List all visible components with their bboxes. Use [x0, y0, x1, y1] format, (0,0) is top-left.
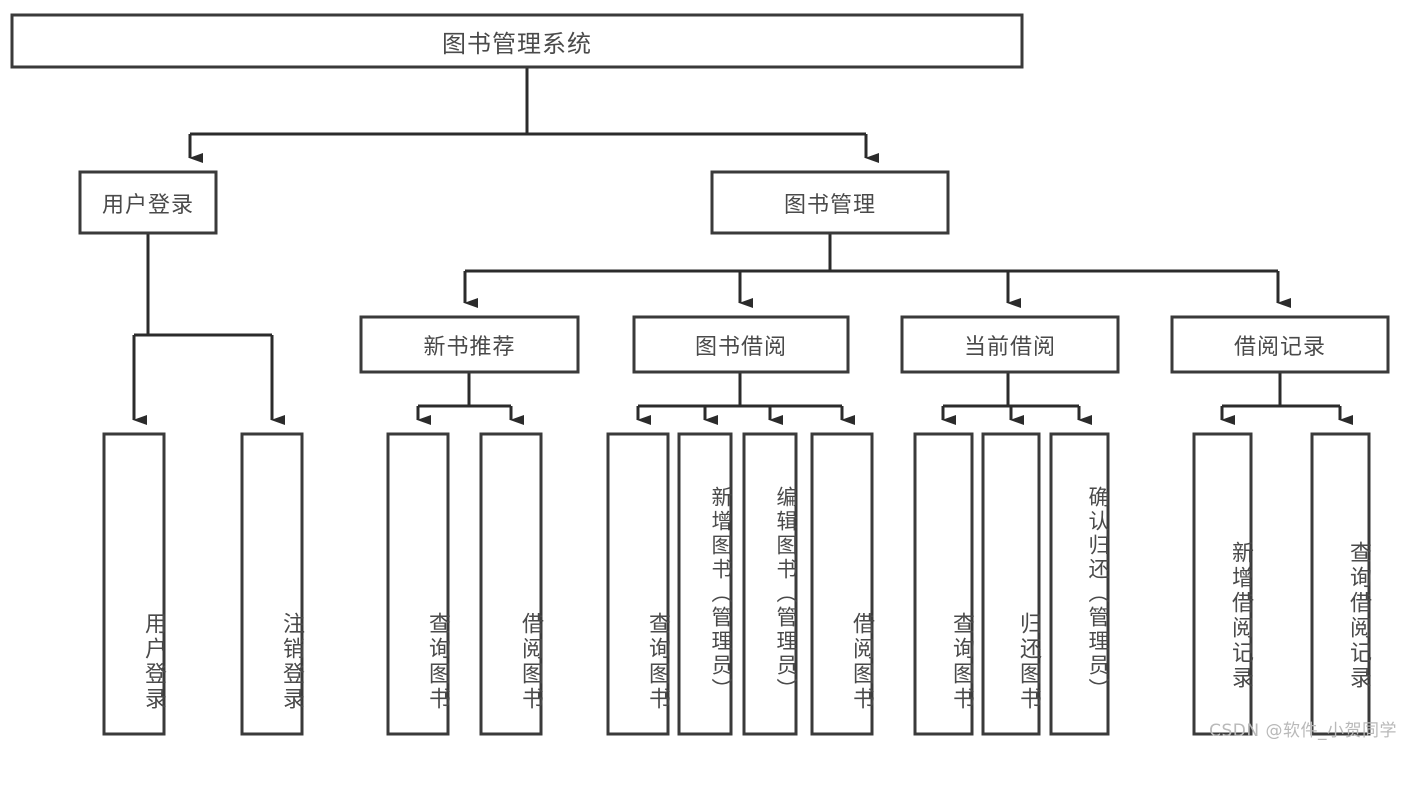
connector-group-current-borrow: [941, 372, 1092, 425]
node-box-leaf-add-record[interactable]: [1192, 432, 1253, 736]
node-box-leaf-query-record[interactable]: [1310, 432, 1371, 736]
node-box-leaf-user-logout[interactable]: [240, 432, 304, 736]
connector-group-user-login: [132, 233, 285, 425]
node-box-leaf-user-login[interactable]: [102, 432, 166, 736]
node-box-current-borrow[interactable]: [900, 315, 1120, 374]
node-box-borrow-record[interactable]: [1170, 315, 1390, 374]
node-box-root[interactable]: [10, 13, 1024, 69]
connector-group-new-book-rec: [416, 372, 524, 425]
node-box-leaf-borrow-book-rec[interactable]: [479, 432, 543, 736]
node-box-book-borrow[interactable]: [632, 315, 850, 374]
node-box-leaf-edit-book[interactable]: [742, 432, 798, 736]
node-box-leaf-confirm-return[interactable]: [1049, 432, 1110, 736]
connector-group-root: [188, 67, 879, 163]
node-box-leaf-return-book[interactable]: [981, 432, 1041, 736]
connector-group-book-manage: [463, 233, 1291, 308]
hierarchy-diagram-svg: [10, 13, 1390, 736]
node-box-leaf-query-book-brw[interactable]: [606, 432, 670, 736]
node-box-leaf-add-book[interactable]: [677, 432, 733, 736]
watermark-text: CSDN @软件_小贺同学: [1209, 721, 1397, 741]
node-box-leaf-borrow-book-brw[interactable]: [810, 432, 874, 736]
node-box-leaf-query-book-cur[interactable]: [913, 432, 974, 736]
node-box-user-login[interactable]: [78, 170, 218, 235]
diagram-canvas: 图书管理系统 用户登录 图书管理 新书推荐 图书借阅 当前借阅 借阅记录 用户登…: [10, 13, 1397, 741]
node-box-book-manage[interactable]: [710, 170, 950, 235]
connector-group-borrow-record: [1220, 372, 1353, 425]
connector-group-book-borrow: [636, 372, 855, 425]
node-box-leaf-query-book-rec[interactable]: [386, 432, 450, 736]
node-box-new-book-rec[interactable]: [359, 315, 580, 374]
